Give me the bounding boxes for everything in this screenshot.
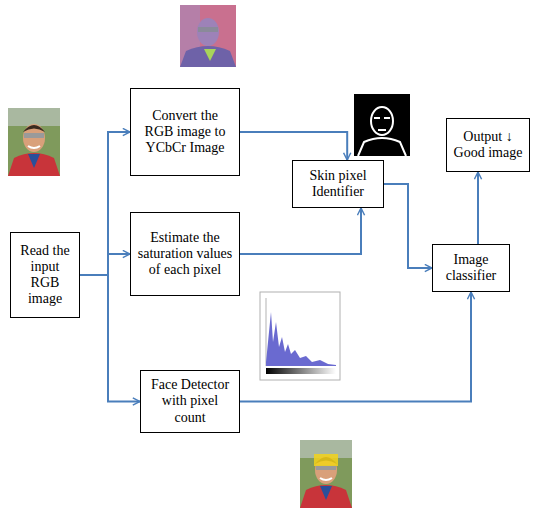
box-label: Estimate the saturation values of each p… <box>137 230 233 278</box>
flow-arrow <box>80 132 130 275</box>
box-label: Face Detector with pixel count <box>147 377 233 425</box>
ycbcr-image <box>180 5 236 67</box>
box-label: Convert the RGB image to YCbCr Image <box>137 108 233 156</box>
ycbcr-ground <box>180 5 236 67</box>
box-label: Image classifier <box>439 252 503 284</box>
box-label: Skin pixel Identifier <box>299 168 377 200</box>
flow-arrow <box>240 208 361 254</box>
process-box: Face Detector with pixel count <box>140 370 240 433</box>
process-box: Skin pixel Identifier <box>292 160 384 208</box>
process-box: Estimate the saturation values of each p… <box>130 212 240 296</box>
process-box: Image classifier <box>432 244 510 292</box>
process-box: Output ↓ Good image <box>446 118 530 172</box>
face-detected-image <box>300 440 352 508</box>
histogram-frame <box>260 292 340 380</box>
histogram-image <box>260 292 340 380</box>
detected-photo <box>300 440 352 508</box>
process-box: Read the input RGB image <box>10 232 80 318</box>
skin-map-features <box>374 118 390 130</box>
ycbcr-collar <box>204 49 216 61</box>
ycbcr-face <box>197 18 219 46</box>
ycbcr-body <box>180 46 236 67</box>
flow-arrow <box>240 292 471 402</box>
skin-map-image <box>354 94 410 156</box>
flow-arrow <box>80 254 130 275</box>
box-label: Output ↓ Good image <box>453 129 523 161</box>
histogram-gradient <box>266 368 336 374</box>
skin-map-face <box>371 107 393 135</box>
face-detection-mark <box>314 454 338 466</box>
input-photo <box>8 108 60 176</box>
flow-arrow <box>384 184 432 268</box>
ycbcr-eye-bar <box>198 27 218 32</box>
flow-arrow <box>240 132 347 160</box>
flow-arrow <box>477 172 479 244</box>
skin-map-ground <box>354 94 410 156</box>
histogram-bars <box>266 312 336 366</box>
process-box: Convert the RGB image to YCbCr Image <box>130 88 240 176</box>
histogram-axis <box>266 298 267 366</box>
skin-map-body <box>358 138 406 156</box>
box-label: Read the input RGB image <box>17 243 73 307</box>
